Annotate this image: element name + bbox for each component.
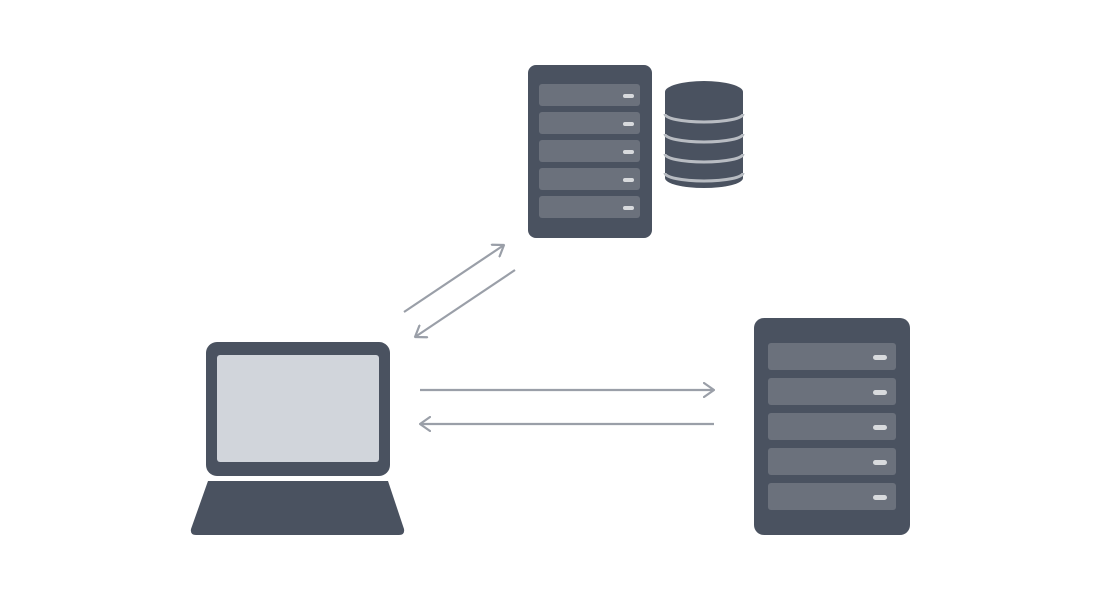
server-right-icon — [754, 318, 910, 535]
laptop-base — [190, 481, 405, 535]
connection-laptop-server-top — [403, 245, 516, 337]
server-slot — [539, 84, 640, 106]
arrow-to-laptop — [415, 269, 516, 337]
server-top-slots — [539, 84, 640, 218]
connection-laptop-server-right — [420, 390, 714, 424]
server-slot — [539, 112, 640, 134]
server-slot — [768, 483, 896, 510]
server-slot — [768, 343, 896, 370]
server-slot — [539, 140, 640, 162]
server-slot — [539, 168, 640, 190]
server-slot — [768, 448, 896, 475]
laptop-icon — [190, 342, 405, 535]
database-icon — [663, 81, 745, 188]
server-slot — [768, 378, 896, 405]
server-top-icon — [528, 65, 652, 238]
server-slot — [768, 413, 896, 440]
laptop-screen — [217, 355, 379, 462]
server-right-slots — [768, 343, 896, 510]
arrow-to-server-top — [403, 245, 504, 313]
server-slot — [539, 196, 640, 218]
